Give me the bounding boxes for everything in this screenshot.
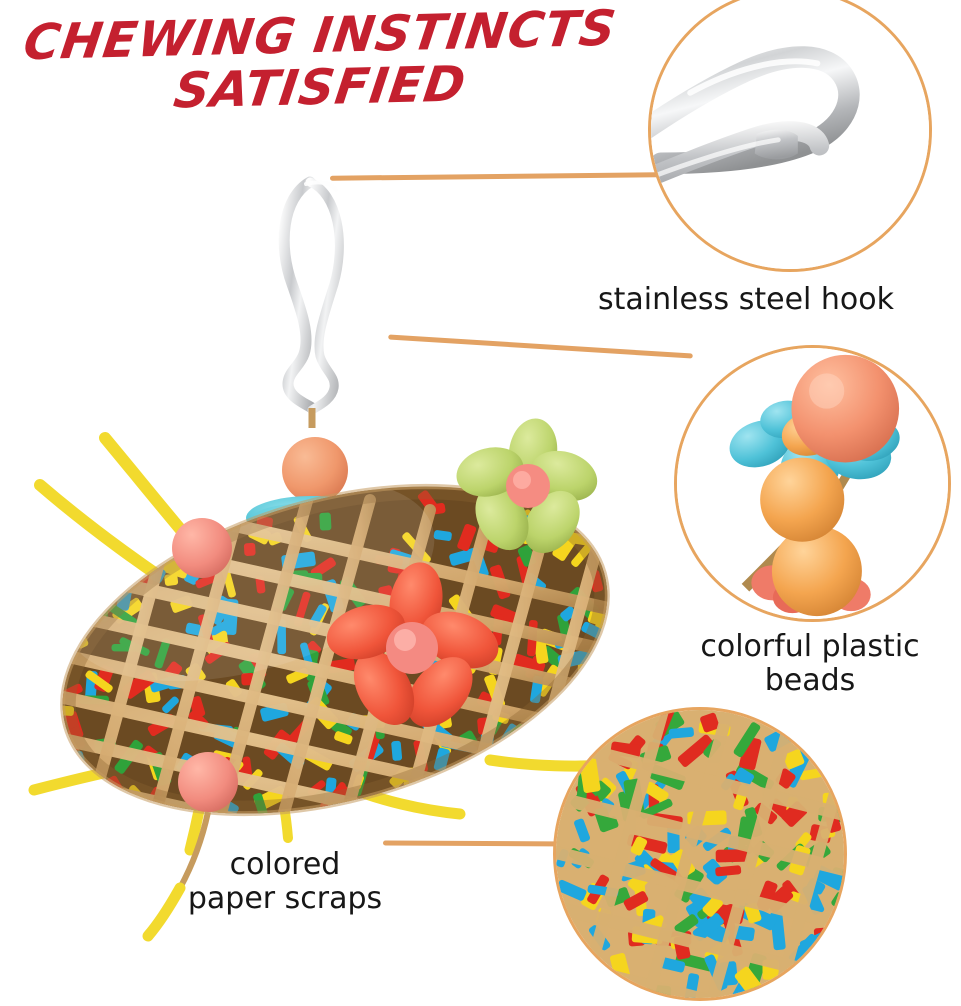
callout-label-beads-line2: beads bbox=[764, 662, 856, 698]
page-title: CHEWING INSTINCTS SATISFIED bbox=[0, 0, 640, 120]
product-illustration bbox=[20, 150, 680, 950]
callout-label-beads-line1: colorful plastic bbox=[700, 629, 920, 664]
product-hook bbox=[278, 176, 344, 415]
bead-pink-lower bbox=[178, 752, 238, 812]
flower-green bbox=[456, 418, 598, 554]
bead-orange-top bbox=[282, 437, 348, 503]
bead-pink-upper bbox=[172, 518, 232, 578]
callout-label-scraps-line1: colored bbox=[229, 847, 341, 882]
flower-red bbox=[326, 562, 499, 727]
beads-zoom-art bbox=[677, 348, 948, 619]
callout-label-scraps: colored paper scraps bbox=[140, 848, 430, 915]
callout-circle-beads bbox=[674, 345, 951, 622]
callout-circle-hook bbox=[648, 0, 932, 272]
callout-circle-scraps bbox=[553, 707, 847, 1001]
callout-label-beads: colorful plastic beads bbox=[660, 630, 960, 697]
callout-label-hook: stainless steel hook bbox=[598, 283, 938, 317]
callout-label-hook-text: stainless steel hook bbox=[598, 282, 894, 317]
callout-label-scraps-line2: paper scraps bbox=[187, 880, 383, 916]
hook-zoom-art bbox=[651, 0, 929, 269]
product-svg bbox=[24, 176, 646, 942]
scraps-zoom-art bbox=[556, 710, 844, 998]
